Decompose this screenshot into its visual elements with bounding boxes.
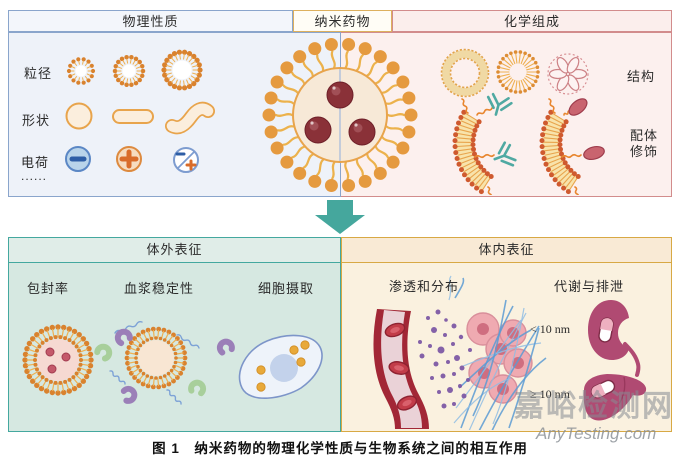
invitro-panel: 体外表征 包封率 血浆稳定性 细胞摄取 [8, 237, 341, 432]
invivo-panel: 体内表征 渗透和分布 代谢与排泄 < 10 nm ≥ 10 nm [341, 237, 672, 432]
ligand-label-line1: 配体 [629, 128, 659, 143]
particle-size-label: 粒径 [23, 66, 53, 81]
chemical-composition-icons [440, 48, 605, 195]
chemical-composition-header-label: 化学组成 [503, 14, 560, 29]
nanodrug-header-label: 纳米药物 [314, 14, 371, 29]
encapsulation-label: 包封率 [26, 281, 70, 296]
physical-properties-header-label: 物理性质 [122, 14, 179, 29]
chemical-composition-panel: 结构 配体 修饰 [341, 32, 672, 197]
cell-uptake-label: 细胞摄取 [257, 281, 315, 296]
physical-properties-icons [65, 49, 215, 173]
ellipsis-label: ...... [21, 169, 48, 183]
invivo-header-label: 体内表征 [478, 242, 535, 257]
penetration-distribution-label: 渗透和分布 [388, 279, 460, 294]
invivo-illustrations [373, 275, 647, 430]
plasma-stability-label: 血浆稳定性 [123, 281, 195, 296]
physical-properties-header: 物理性质 [8, 10, 293, 32]
invitro-illustrations [22, 320, 323, 405]
shape-label: 形状 [21, 113, 51, 128]
figure-caption: 图 1 纳米药物的物理化学性质与生物系统之间的相互作用 [152, 441, 528, 456]
structure-label: 结构 [626, 69, 656, 84]
invitro-header: 体外表征 [9, 238, 340, 263]
size-large-label: ≥ 10 nm [530, 387, 570, 401]
nanodrug-header: 纳米药物 [293, 10, 392, 32]
down-arrow-icon [315, 200, 365, 234]
invivo-header: 体内表征 [342, 238, 671, 263]
chemical-composition-header: 化学组成 [392, 10, 672, 32]
charge-label: 电荷 [20, 155, 50, 170]
invitro-header-label: 体外表征 [146, 242, 203, 257]
nanoparticle-illustration [262, 38, 418, 192]
metabolism-excretion-label: 代谢与排泄 [553, 279, 625, 294]
ligand-label-line2: 修饰 [629, 144, 659, 159]
size-small-label: < 10 nm [529, 322, 571, 336]
